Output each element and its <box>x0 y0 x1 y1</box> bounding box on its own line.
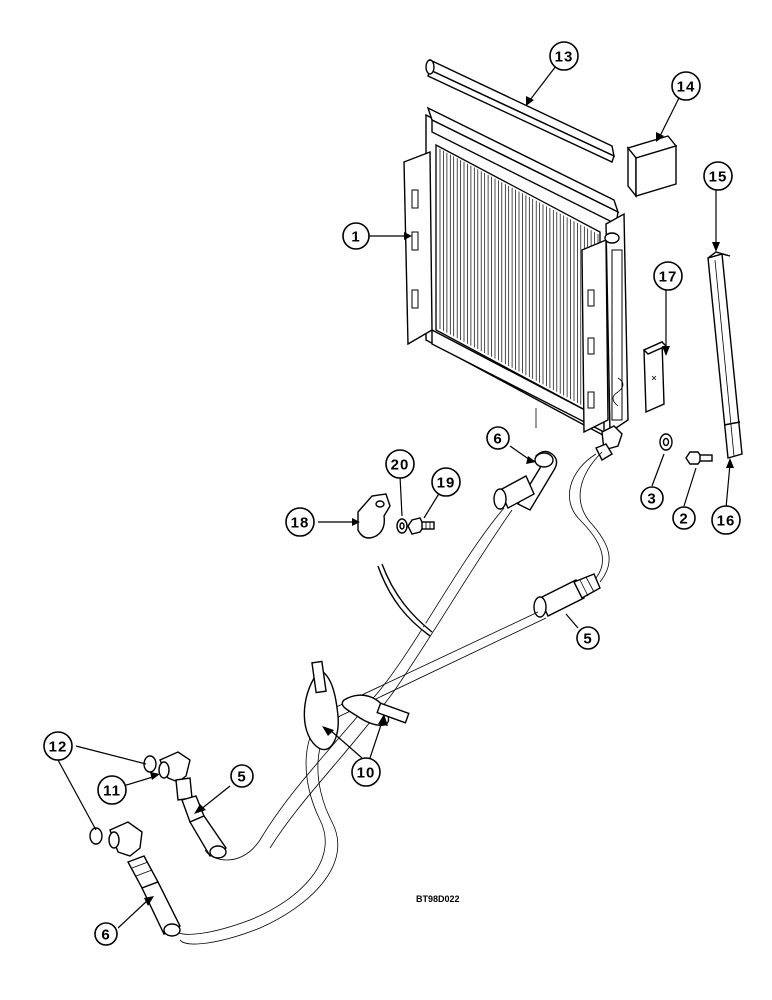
elbow-fitting-lower <box>108 821 143 857</box>
callout-15-label: 15 <box>709 169 728 186</box>
callout-13: 13 <box>549 41 579 71</box>
callout-18-label: 18 <box>291 515 310 532</box>
callout-2-label: 2 <box>679 511 688 528</box>
callout-5-upper: 5 <box>576 626 600 650</box>
side-seal-strip <box>707 251 743 459</box>
callout-6-lower-label: 6 <box>101 927 110 944</box>
elbow-fitting-upper <box>158 751 193 801</box>
callout-16: 16 <box>711 505 741 535</box>
radiator-core <box>403 106 629 461</box>
hoses <box>174 451 610 945</box>
callout-18: 18 <box>285 507 315 537</box>
callout-3-label: 3 <box>647 491 656 508</box>
right-mounting-plate <box>581 238 609 434</box>
callout-6-upper: 6 <box>486 426 510 450</box>
leader-lines <box>57 65 734 929</box>
washer <box>659 433 673 451</box>
drawing-id: BT98D022 <box>416 894 460 904</box>
callout-19-label: 19 <box>437 475 456 492</box>
lower-hose-fitting-5 <box>181 795 228 859</box>
callout-17: 17 <box>653 261 683 291</box>
callout-5-lower-label: 5 <box>237 769 246 786</box>
callout-20-label: 20 <box>391 457 410 474</box>
upper-hose-elbow <box>493 450 558 511</box>
callout-5-upper-label: 5 <box>583 631 592 648</box>
hose-clamp <box>303 660 410 751</box>
bracket-washer <box>396 518 408 534</box>
lower-hose-elbow-6 <box>127 855 181 937</box>
mounting-bracket <box>357 493 391 539</box>
bolt <box>685 451 713 465</box>
callout-2: 2 <box>672 506 696 530</box>
callout-16-label: 16 <box>717 513 736 530</box>
side-foam-seal <box>642 340 668 414</box>
callout-5-lower: 5 <box>230 764 254 788</box>
callout-12: 12 <box>43 731 73 761</box>
callout-1-label: 1 <box>351 229 360 246</box>
callout-15: 15 <box>703 161 733 191</box>
callout-19: 19 <box>431 467 461 497</box>
foam-block <box>626 135 678 198</box>
o-ring-lower <box>89 827 103 845</box>
callout-1: 1 <box>342 222 370 250</box>
callout-11-label: 11 <box>103 783 121 800</box>
callout-6-upper-label: 6 <box>493 431 502 448</box>
callout-6-lower: 6 <box>94 922 118 946</box>
callout-17-label: 17 <box>659 269 678 286</box>
callout-3: 3 <box>640 486 664 510</box>
callout-20: 20 <box>385 449 415 479</box>
top-seal-strip <box>425 58 615 163</box>
callout-14: 14 <box>671 71 701 101</box>
callout-10: 10 <box>351 757 381 787</box>
callout-11: 11 <box>97 775 127 805</box>
callout-13-label: 13 <box>555 49 574 66</box>
upper-hose-fitting <box>533 573 601 618</box>
callout-10-label: 10 <box>357 765 376 782</box>
callout-14-label: 14 <box>677 79 696 96</box>
callout-12-label: 12 <box>49 739 68 756</box>
bracket-bolt <box>407 517 435 535</box>
